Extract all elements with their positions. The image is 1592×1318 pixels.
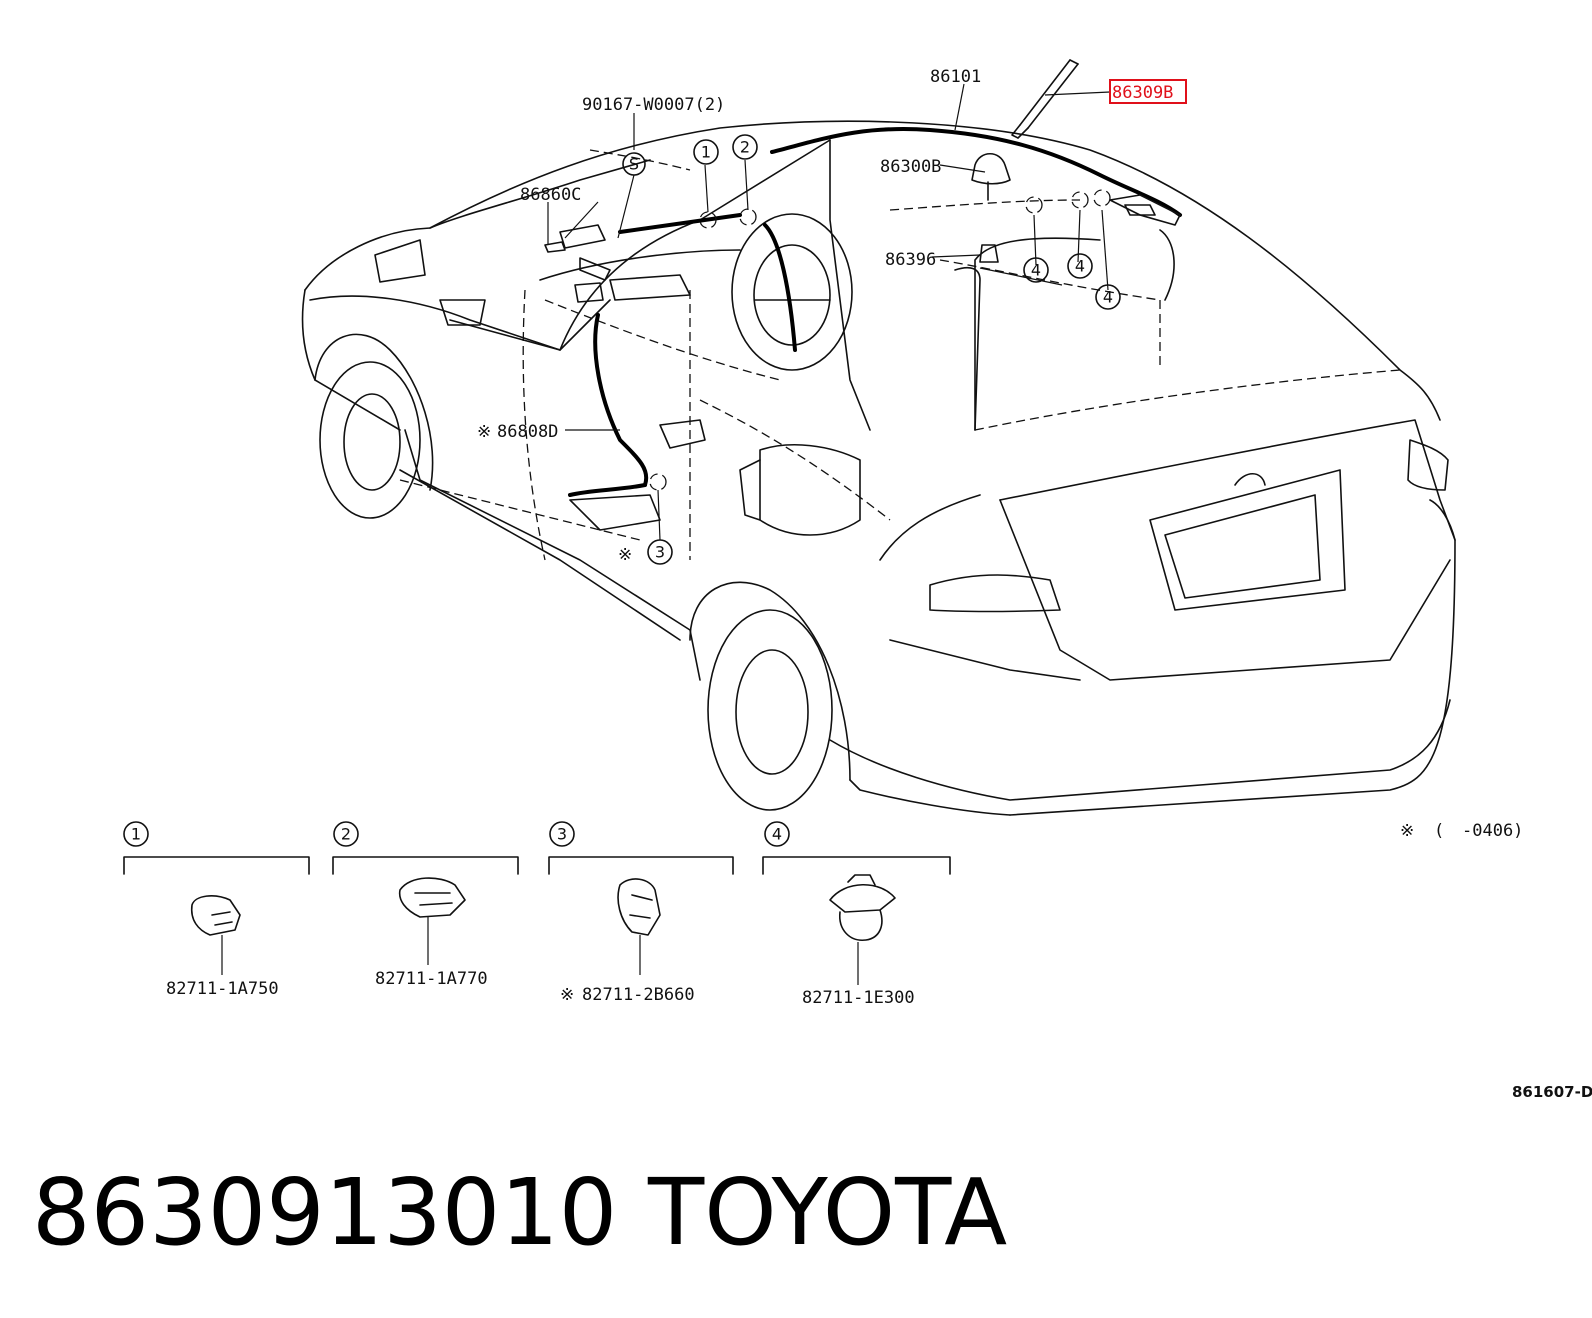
clip-location-markers	[649, 189, 1111, 491]
clamp-86396	[979, 244, 999, 263]
callout-86101: 86101	[930, 67, 981, 87]
callout-86860c: 86860C	[520, 185, 581, 205]
svg-text:1: 1	[131, 825, 141, 844]
clip4-part-number: 82711-1E300	[802, 988, 915, 1008]
amplifier-86860c	[544, 224, 611, 303]
footnote-open-paren: (	[1434, 821, 1444, 841]
antenna-rod-86309b	[1011, 59, 1111, 139]
antenna-cord	[568, 127, 1182, 497]
legend-clip-3: 3 ※ 82711-2B660	[548, 821, 734, 1005]
callout-86309b: 86309B	[1112, 83, 1173, 103]
callout-90167-w0007: 90167-W0007(2)	[582, 95, 725, 115]
callout-asterisk-3: ※	[618, 545, 632, 565]
footnote-symbol: ※	[1400, 821, 1414, 841]
highlight-box	[1109, 79, 1187, 104]
clip3-asterisk: ※	[560, 985, 574, 1005]
callout-86300b: 86300B	[880, 157, 941, 177]
svg-text:4: 4	[1103, 288, 1113, 307]
svg-text:4: 4	[1075, 257, 1085, 276]
legend-clip-2: 2 82711-1A770	[332, 821, 519, 989]
legend-clip-4: 4 82711-1E300	[762, 821, 951, 1008]
svg-text:S: S	[629, 155, 639, 174]
marker-2: 2	[732, 134, 758, 160]
clip3-part-number: 82711-2B660	[582, 985, 695, 1005]
clip1-part-number: 82711-1A750	[166, 979, 279, 999]
callout-86808d: 86808D	[497, 422, 558, 442]
figure-code: 861607-D	[1512, 1083, 1592, 1101]
legend-clip-1: 1 82711-1A750	[123, 821, 310, 999]
svg-text:4: 4	[1031, 261, 1041, 280]
marker-4b: 4	[1067, 253, 1093, 279]
marker-3: 3	[647, 539, 673, 565]
marker-s: S	[622, 152, 646, 176]
svg-text:2: 2	[341, 825, 351, 844]
svg-text:3: 3	[557, 825, 567, 844]
car-illustration	[301, 120, 1456, 816]
svg-text:4: 4	[772, 825, 782, 844]
callout-86396: 86396	[885, 250, 936, 270]
brand-name: TOYOTA	[647, 1159, 1007, 1266]
part-number: 8630913010	[32, 1159, 617, 1266]
clip2-part-number: 82711-1A770	[375, 969, 488, 989]
svg-text:3: 3	[655, 543, 665, 562]
callout-asterisk-86808d: ※	[477, 422, 491, 442]
antenna-base-86300b	[971, 152, 1011, 201]
marker-1: 1	[693, 139, 719, 165]
marker-4a: 4	[1023, 257, 1049, 283]
svg-text:2: 2	[740, 138, 750, 157]
footnote-range: -0406)	[1462, 821, 1523, 841]
marker-4c: 4	[1095, 284, 1121, 310]
svg-text:1: 1	[701, 143, 711, 162]
